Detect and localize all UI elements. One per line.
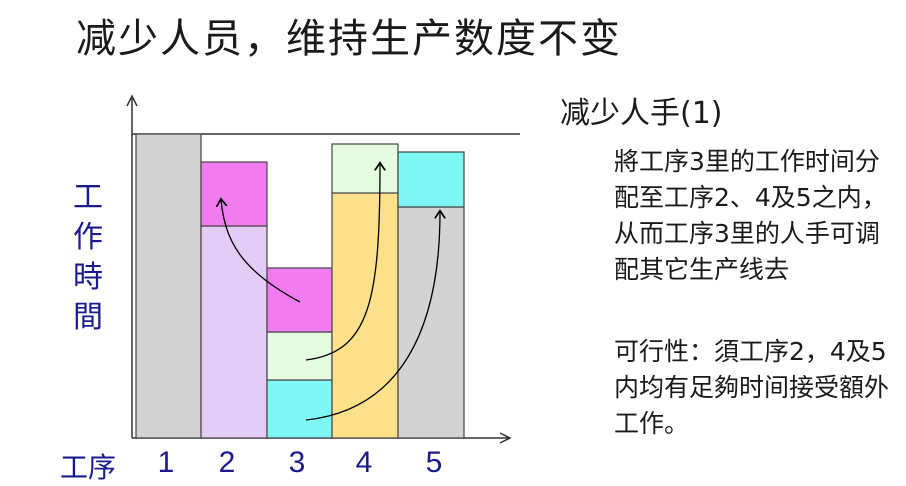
x-tick-2: 2 <box>218 446 236 479</box>
slide-title: 减少人员，维持生产数度不变 <box>76 16 622 62</box>
x-axis-label: 工序 <box>60 451 117 484</box>
side-heading: 减少人手(1) <box>560 96 723 131</box>
y-axis-label: 工作時間 <box>73 180 103 335</box>
process-5-added-block <box>397 151 465 208</box>
process-5-base <box>397 206 465 439</box>
x-axis-arrow <box>499 432 512 444</box>
feasibility-paragraph: 可行性：須工序2，4及5内均有足夠时间接受額外工作。 <box>614 337 890 438</box>
x-tick-3: 3 <box>288 446 306 479</box>
arrow-to-process-5 <box>305 212 440 421</box>
process-2-added-block <box>200 161 268 227</box>
x-tick-5: 5 <box>425 446 443 479</box>
arrow-to-process-4 <box>305 164 380 361</box>
x-tick-4: 4 <box>355 446 373 479</box>
process-4-added-block <box>331 143 399 194</box>
arrow-to-process-2 <box>221 200 301 303</box>
explanation-paragraph: 將工序3里的工作时间分配至工序2、4及5之内，从而工序3里的人手可调配其它生产线… <box>614 147 887 284</box>
process-2-base <box>200 225 268 439</box>
process-3-segment-cyan <box>266 379 333 439</box>
process-3-segment-magenta <box>266 267 333 333</box>
process-1-bar <box>135 133 202 439</box>
y-axis-arrow <box>126 94 138 107</box>
x-tick-1: 1 <box>157 446 175 479</box>
